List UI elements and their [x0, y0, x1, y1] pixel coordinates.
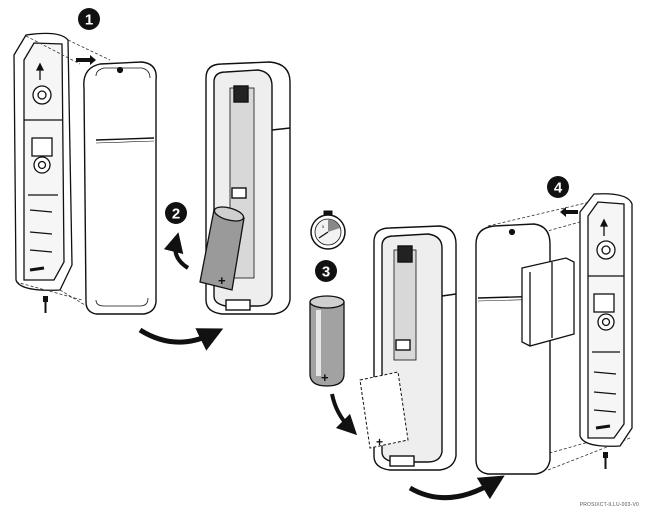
step-marker-2: 2 [165, 202, 187, 224]
screw-icon [43, 296, 48, 313]
battery-plus-symbol: + [218, 273, 226, 288]
curved-arrow-icon [163, 232, 190, 270]
curved-arrow-icon [408, 475, 505, 501]
step-marker-1: 1 [78, 8, 100, 30]
battery-step2: + [199, 206, 245, 291]
slide-arrow-icon [76, 55, 96, 65]
slide-arrow-icon [560, 207, 578, 217]
alignment-guides-step4 [481, 201, 631, 473]
timer-label: 5 [322, 224, 325, 229]
step-marker-3: 3 [315, 260, 337, 282]
stopwatch-icon: 5 [310, 210, 346, 250]
step-number-3: 3 [322, 264, 330, 281]
cover-step4 [475, 223, 551, 475]
battery-ghost-step3: + [359, 371, 409, 449]
step-marker-4: 4 [547, 176, 569, 198]
battery-plus-symbol: + [376, 435, 383, 449]
backplate-step1 [13, 32, 73, 291]
step-number-2: 2 [172, 206, 180, 223]
sensor-module-step4 [521, 257, 575, 347]
step-number-1: 1 [85, 12, 93, 29]
reference-code: PROSIXCT-ILLU-003-V0 [579, 502, 639, 508]
cover-step1 [83, 61, 157, 315]
backplate-step4 [579, 193, 633, 447]
step-number-4: 4 [554, 180, 563, 197]
curved-arrow-icon [330, 393, 358, 436]
alignment-guides-step1 [15, 35, 111, 309]
curved-arrow-icon [138, 327, 224, 351]
new-battery-step3: + [309, 295, 345, 387]
screw-icon [603, 452, 608, 469]
battery-plus-symbol: + [321, 370, 329, 385]
